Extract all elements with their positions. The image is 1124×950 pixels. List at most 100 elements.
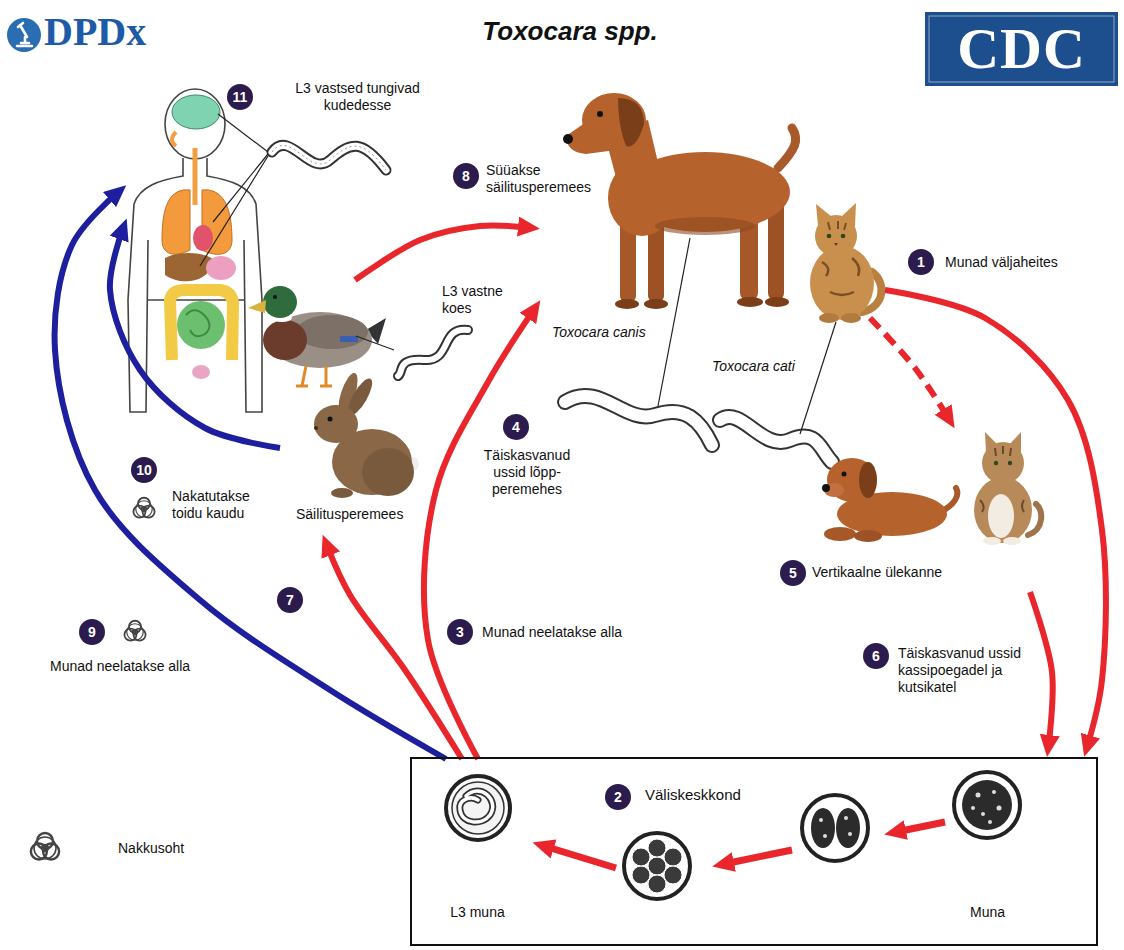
callout-number: 1 [908, 249, 934, 275]
rabbit-figure [314, 371, 419, 498]
cdc-logo-panel [925, 12, 1118, 86]
egg-drawing [648, 875, 666, 893]
human-figure [170, 290, 233, 360]
human-figure [193, 225, 213, 251]
adult-worm-drawing [565, 396, 712, 445]
development-arrow [544, 822, 945, 868]
cycle-arrow [355, 226, 528, 280]
larva-drawing [272, 145, 386, 170]
human-figure [162, 190, 190, 254]
stage-caption: Vertikaalne ülekanne [812, 564, 982, 581]
arrow-label: Süüakse säilitusperemees [486, 162, 598, 196]
puppy-figure [842, 472, 847, 477]
cat-figure [822, 258, 859, 295]
egg-drawing [632, 866, 650, 884]
puppy-figure [824, 527, 856, 541]
rabbit-figure [314, 405, 358, 443]
cat-figure [828, 221, 846, 230]
larva-drawing [398, 330, 468, 376]
leader-line [213, 154, 268, 222]
young-host: Vertikaalne ülekanne [805, 428, 1050, 592]
cycle-arrow [110, 230, 280, 448]
kitten-figure [1008, 461, 1012, 465]
egg-drawing [460, 791, 493, 822]
dpdx-logo-icon [7, 18, 41, 52]
kitten-figure [1003, 537, 1021, 545]
species-name: Toxocara canis [552, 324, 662, 341]
cycle-arrow [885, 290, 1106, 745]
cycle-arrow [55, 193, 446, 759]
callout-number: 6 [863, 643, 889, 669]
biohazard-symbol [124, 621, 145, 641]
callout-number: 11 [227, 84, 253, 110]
egg-label: Muna [935, 904, 1040, 921]
egg-drawing [971, 806, 975, 810]
callout-number: 9 [79, 619, 105, 645]
dog-figure [644, 299, 668, 309]
logo-text: DPDx [44, 10, 184, 54]
callout-number: 2 [605, 784, 631, 810]
biohazard-symbol [133, 498, 154, 518]
cat-figure [841, 313, 861, 323]
cycle-arrow [1030, 592, 1053, 745]
egg-drawing [954, 772, 1020, 838]
leader-line [356, 336, 394, 350]
egg-drawing [632, 839, 682, 893]
callout-number: 10 [131, 457, 157, 483]
legend-text: Nakkusoht [118, 840, 184, 856]
egg-drawing [988, 820, 992, 824]
kitten-figure [988, 494, 1014, 538]
arrow-label: Täiskasvanud ussid kassipoegadel ja kuts… [898, 645, 1030, 696]
egg-drawing [664, 848, 682, 866]
callout-number: 8 [453, 163, 479, 189]
dog-figure [618, 98, 644, 147]
arrow-label: Munad neelatakse alla [50, 658, 225, 675]
egg-drawing [981, 812, 985, 816]
larva-drawing [398, 330, 468, 376]
egg-drawing [962, 780, 1012, 830]
leader-line [200, 114, 268, 266]
arrow-label: Munad väljaheites [945, 254, 1115, 271]
cdc-logo-panel [925, 12, 1118, 86]
duck-figure [273, 295, 277, 299]
biohazard-symbol [31, 498, 155, 860]
logo-text: CDC [925, 12, 1118, 86]
egg-drawing [811, 808, 835, 848]
puppy-figure [854, 530, 882, 542]
dog-figure [597, 111, 603, 117]
larva-drawing [272, 145, 386, 170]
dog-figure [615, 299, 639, 309]
egg-drawing [446, 772, 1020, 899]
leader-line [658, 238, 690, 406]
human-figure [128, 89, 262, 412]
egg-drawing [452, 782, 504, 834]
paratenic-host: L3 vastne koesSäilitusperemees [280, 280, 425, 535]
cat-figure [819, 313, 839, 323]
puppy-figure [822, 458, 957, 542]
species-name: Toxocara cati [712, 358, 822, 375]
cat-figure [816, 203, 856, 227]
human-host: L3 vastsed tungivad kudedesse [125, 88, 280, 415]
development-arrow [544, 846, 616, 868]
puppy-figure [822, 484, 830, 492]
leader-line [218, 114, 268, 152]
box-title: Väliskeskkond [645, 786, 795, 804]
egg-drawing [624, 833, 690, 899]
egg-drawing [976, 793, 981, 798]
egg-drawing [664, 866, 682, 884]
human-figure [206, 256, 236, 280]
cat-figure [810, 203, 881, 323]
leader-line [658, 238, 836, 434]
rabbit-figure [314, 426, 318, 430]
callout-number: 5 [780, 560, 806, 586]
human-figure [193, 148, 198, 205]
larva-drawing [272, 145, 386, 170]
egg-drawing [997, 806, 1002, 811]
adult-worm-drawing [720, 417, 832, 462]
dog-figure [737, 297, 763, 307]
stage-caption: L3 vastsed tungivad kudedesse [270, 80, 445, 114]
egg-label: L3 muna [430, 904, 525, 921]
environment-box: Väliskeskkond L3 muna Muna [410, 757, 1098, 946]
development-arrow [724, 850, 792, 864]
human-figure [186, 310, 210, 336]
